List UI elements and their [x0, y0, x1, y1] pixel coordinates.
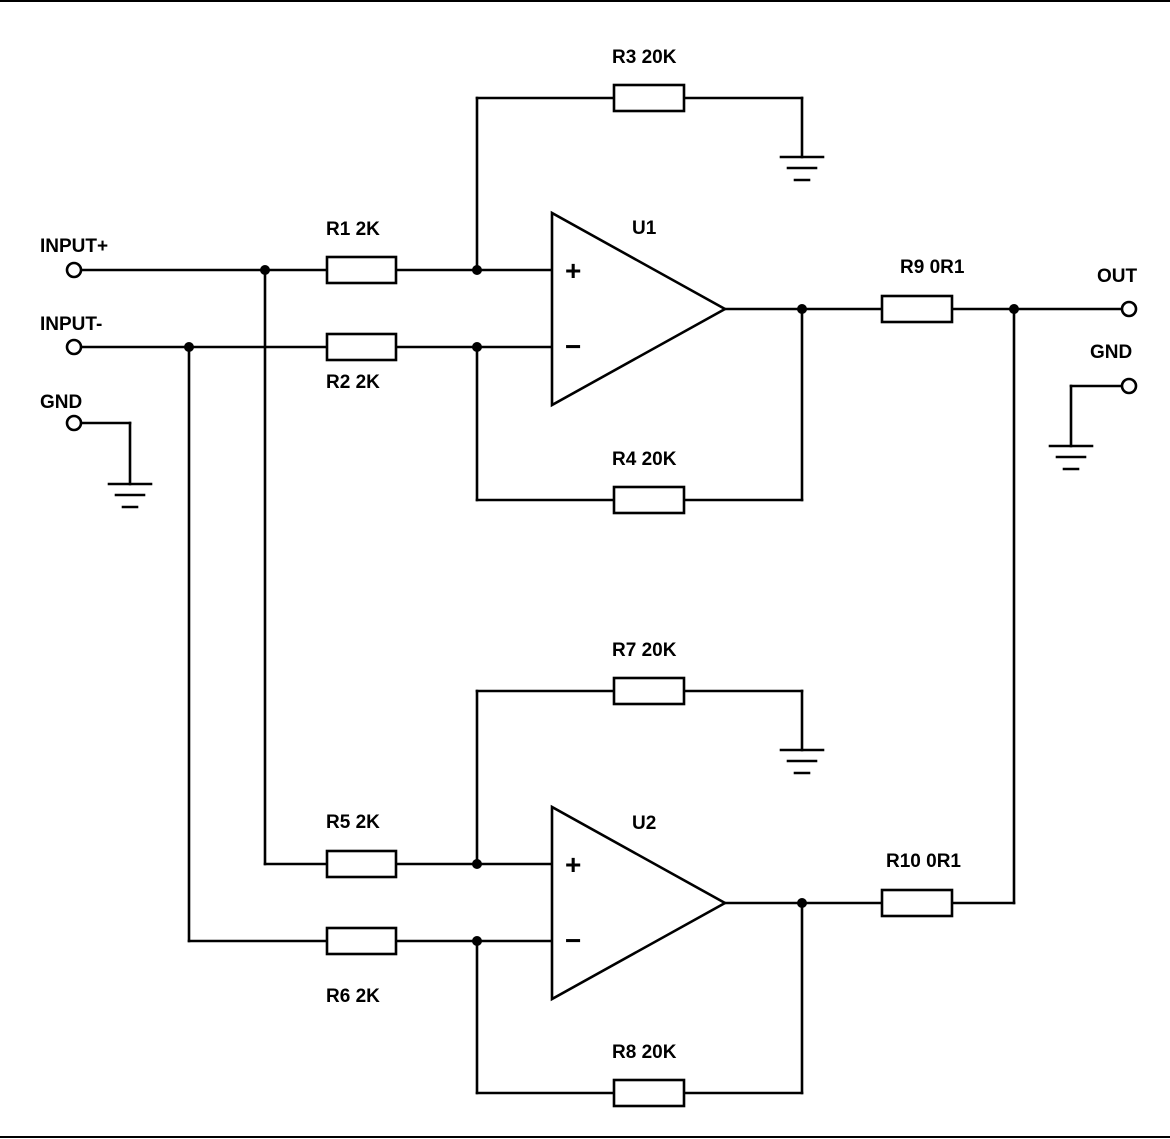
- ground-symbol-left: [107, 482, 153, 509]
- label-input-minus: INPUT-: [40, 314, 102, 335]
- opamp-u1: [550, 210, 728, 408]
- u2-plus-sign: +: [565, 849, 581, 880]
- u1-plus-sign: +: [565, 255, 581, 286]
- label-u1: U1: [632, 218, 657, 239]
- resistor-r9: [880, 294, 954, 324]
- ground-symbol-r3: [779, 155, 825, 182]
- resistor-r2: [325, 332, 398, 362]
- terminal-input-plus: [65, 261, 83, 279]
- ground-symbol-right: [1048, 444, 1094, 471]
- label-gnd-left: GND: [40, 392, 82, 413]
- label-r7: R7 20K: [612, 640, 677, 661]
- label-out: OUT: [1097, 266, 1138, 287]
- junction-dots: [184, 265, 1019, 946]
- u2-minus-sign: −: [565, 925, 581, 956]
- label-r6: R6 2K: [326, 986, 380, 1007]
- label-r5: R5 2K: [326, 812, 380, 833]
- terminal-input-minus: [65, 338, 83, 356]
- terminal-gnd-right: [1120, 377, 1138, 395]
- label-input-plus: INPUT+: [40, 236, 108, 257]
- label-r2: R2 2K: [326, 372, 380, 393]
- label-r9: R9 0R1: [900, 257, 965, 278]
- label-r8: R8 20K: [612, 1042, 677, 1063]
- resistor-r3: [612, 83, 686, 113]
- label-r3: R3 20K: [612, 47, 677, 68]
- resistor-r5: [325, 849, 398, 879]
- wires: [79, 96, 1124, 1095]
- label-u2: U2: [632, 813, 656, 834]
- resistor-r10: [880, 888, 954, 918]
- terminal-gnd-left: [65, 414, 83, 432]
- resistor-r1: [325, 255, 398, 285]
- terminal-out: [1120, 300, 1138, 318]
- resistor-r4: [612, 485, 686, 515]
- ground-symbol-r7: [779, 748, 825, 775]
- u1-minus-sign: −: [565, 331, 581, 362]
- resistor-r6: [325, 926, 398, 956]
- label-r1: R1 2K: [326, 219, 380, 240]
- label-r10: R10 0R1: [886, 851, 961, 872]
- label-gnd-right: GND: [1090, 342, 1132, 363]
- label-r4: R4 20K: [612, 449, 677, 470]
- opamp-u2: [550, 804, 728, 1002]
- resistor-r8: [612, 1078, 686, 1108]
- resistor-r7: [612, 676, 686, 706]
